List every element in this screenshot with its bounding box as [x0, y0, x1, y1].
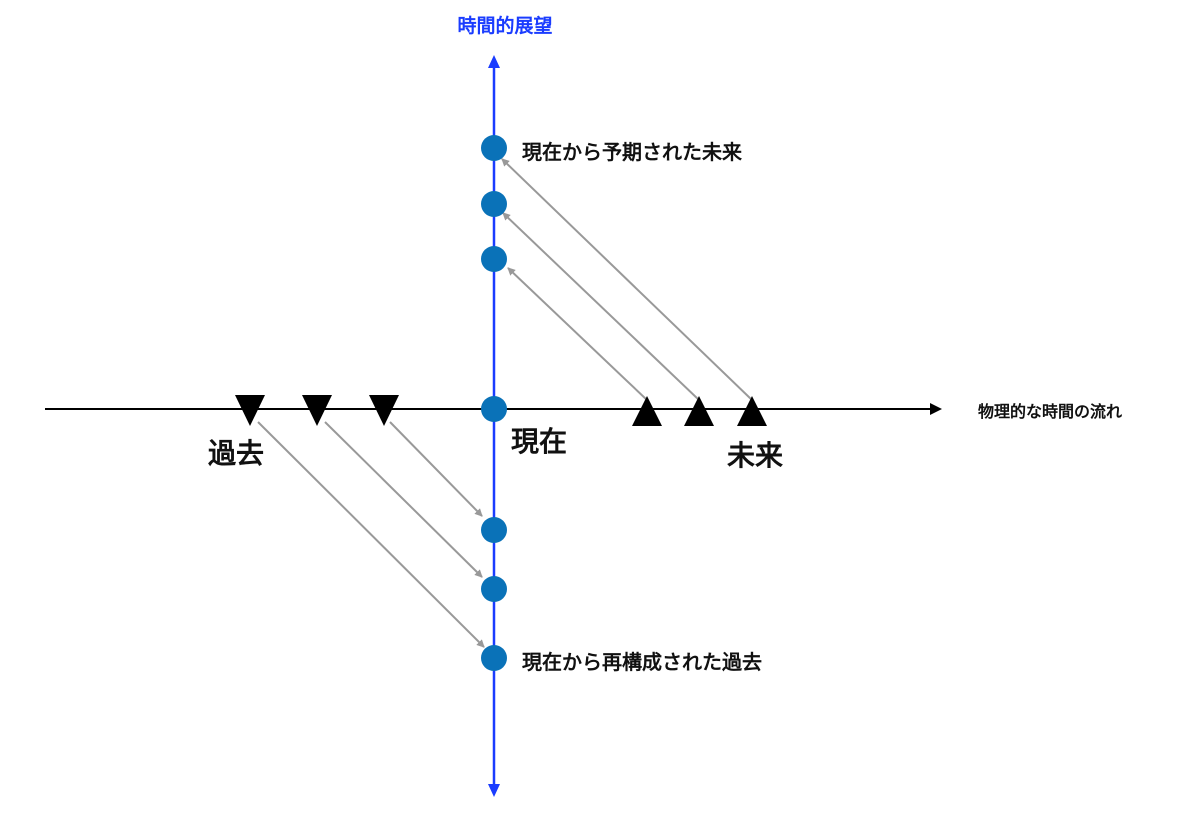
projection-arrows [257, 158, 753, 648]
past-event-marker [369, 395, 399, 426]
past-projection-arrow [389, 421, 483, 517]
reconstructed-past-dot [481, 645, 507, 671]
diagram-title: 時間的展望 [457, 14, 552, 37]
present-dot [481, 396, 507, 422]
expected-future-dot [481, 246, 507, 272]
expected-future-dot [481, 191, 507, 217]
future-projection-arrow [502, 212, 700, 401]
future-label: 未来 [727, 439, 783, 472]
reconstructed-past-dot [481, 576, 507, 602]
time-perspective-arrowhead-down [488, 784, 500, 797]
future-projection-arrow [507, 267, 648, 401]
past-projection-arrow [257, 421, 485, 648]
past-label: 過去 [208, 437, 264, 470]
time-perspective-arrowhead-up [488, 55, 500, 68]
future-event-marker [632, 396, 662, 426]
expected-future-label: 現在から予期された未来 [522, 140, 743, 164]
reconstructed-past-dot [481, 517, 507, 543]
future-projection-arrow [501, 158, 753, 401]
past-projection-arrow [324, 421, 483, 578]
past-event-marker [235, 395, 265, 426]
reconstructed-past-label: 現在から再構成された過去 [522, 650, 762, 674]
past-event-marker [302, 395, 332, 426]
future-event-marker [737, 396, 767, 426]
future-event-marker [684, 396, 714, 426]
physical-time-label: 物理的な時間の流れ [978, 402, 1122, 421]
expected-future-dot [481, 135, 507, 161]
present-label: 現在 [511, 425, 567, 458]
physical-time-arrowhead [930, 403, 942, 415]
